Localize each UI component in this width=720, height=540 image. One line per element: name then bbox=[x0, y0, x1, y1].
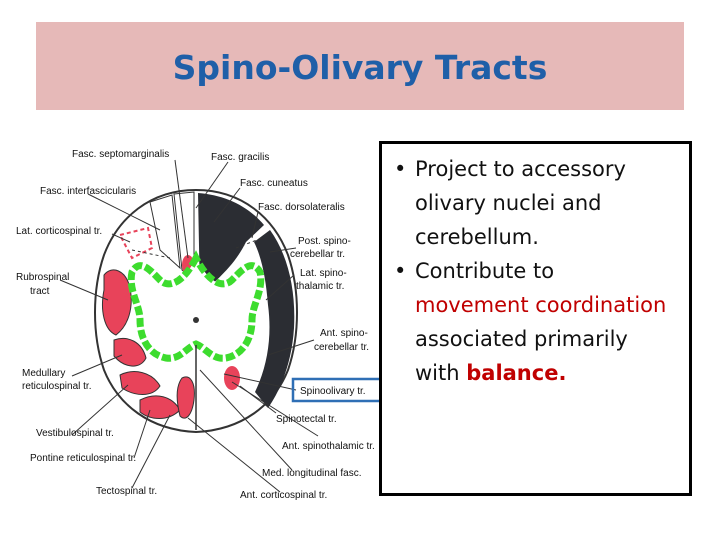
dorsal-dark-lateral bbox=[254, 230, 295, 408]
label-ant-spino-2: cerebellar tr. bbox=[314, 342, 369, 353]
lat-corticospinal-tract bbox=[118, 226, 154, 260]
label-medullary-2: reticulospinal tr. bbox=[22, 381, 91, 392]
label-fasc-cuneatus: Fasc. cuneatus bbox=[240, 178, 308, 189]
label-ant-spino-1: Ant. spino- bbox=[320, 328, 368, 339]
description-box: • Project to accessory olivary nuclei an… bbox=[379, 141, 692, 496]
label-tectospinal: Tectospinal tr. bbox=[96, 486, 157, 497]
vestibulospinal-tract bbox=[119, 371, 161, 395]
label-post-spino-1: Post. spino- bbox=[298, 236, 351, 247]
bullet1-line2: olivary nuclei and bbox=[415, 191, 602, 215]
label-lat-spino-2: thalamic tr. bbox=[296, 281, 344, 292]
label-vestibulospinal: Vestibulospinal tr. bbox=[36, 428, 114, 439]
label-med-longitudinal: Med. longitudinal fasc. bbox=[262, 468, 362, 479]
label-lat-corticospinal: Lat. corticospinal tr. bbox=[16, 226, 102, 237]
bullet-list: • Project to accessory olivary nuclei an… bbox=[392, 152, 692, 390]
gray-matter bbox=[127, 250, 265, 362]
label-spinoolivary: Spinoolivary tr. bbox=[300, 386, 366, 397]
title-bar: Spino-Olivary Tracts bbox=[36, 22, 684, 110]
label-post-spino-2: cerebellar tr. bbox=[290, 249, 345, 260]
label-fasc-septomarginalis: Fasc. septomarginalis bbox=[72, 149, 169, 160]
label-pontine: Pontine reticulospinal tr. bbox=[30, 453, 136, 464]
spinal-cord-diagram: Fasc. septomarginalis Fasc. gracilis Fas… bbox=[16, 149, 383, 501]
dorsal-column-region bbox=[198, 193, 264, 298]
label-ant-corticospinal: Ant. corticospinal tr. bbox=[240, 490, 327, 501]
slide-title: Spino-Olivary Tracts bbox=[172, 48, 548, 87]
bullet2-line1: Contribute to bbox=[415, 259, 555, 283]
bullet2-emphasis: balance. bbox=[466, 361, 567, 385]
fasc-cuneatus-region bbox=[149, 194, 181, 270]
label-spinotectal: Spinotectal tr. bbox=[276, 414, 337, 425]
label-rubrospinal-2: tract bbox=[30, 286, 50, 297]
label-fasc-dorsolateralis: Fasc. dorsolateralis bbox=[258, 202, 345, 213]
label-ant-spinothalamic: Ant. spinothalamic tr. bbox=[282, 441, 375, 452]
central-canal bbox=[193, 317, 199, 323]
bullet2-highlight: movement coordination bbox=[415, 293, 667, 317]
bullet2-line3: associated primarily bbox=[415, 327, 628, 351]
label-lat-spino-1: Lat. spino- bbox=[300, 268, 347, 279]
bullet1-line3: cerebellum. bbox=[415, 225, 539, 249]
bullet-dot-icon: • bbox=[394, 157, 407, 181]
bullet1-line1: Project to accessory bbox=[415, 157, 626, 181]
label-medullary-1: Medullary bbox=[22, 368, 65, 379]
bullet-dot-icon: • bbox=[394, 259, 407, 283]
label-rubrospinal-1: Rubrospinal bbox=[16, 272, 69, 283]
rubrospinal-tract bbox=[102, 269, 132, 336]
medullary-reticulospinal-tract bbox=[113, 337, 147, 367]
dashed-boundary bbox=[131, 237, 263, 259]
label-fasc-gracilis: Fasc. gracilis bbox=[211, 152, 269, 163]
label-fasc-interfascicularis: Fasc. interfascicularis bbox=[40, 186, 136, 197]
ant-corticospinal-tract bbox=[176, 376, 195, 419]
bullet2-line4-prefix: with bbox=[415, 361, 467, 385]
bullet-item-1: • Project to accessory olivary nuclei an… bbox=[392, 152, 692, 254]
ant-spinothalamic-small bbox=[224, 366, 240, 390]
bullet-item-2: • Contribute to movement coordination as… bbox=[392, 254, 692, 390]
leader-lines bbox=[59, 159, 319, 493]
